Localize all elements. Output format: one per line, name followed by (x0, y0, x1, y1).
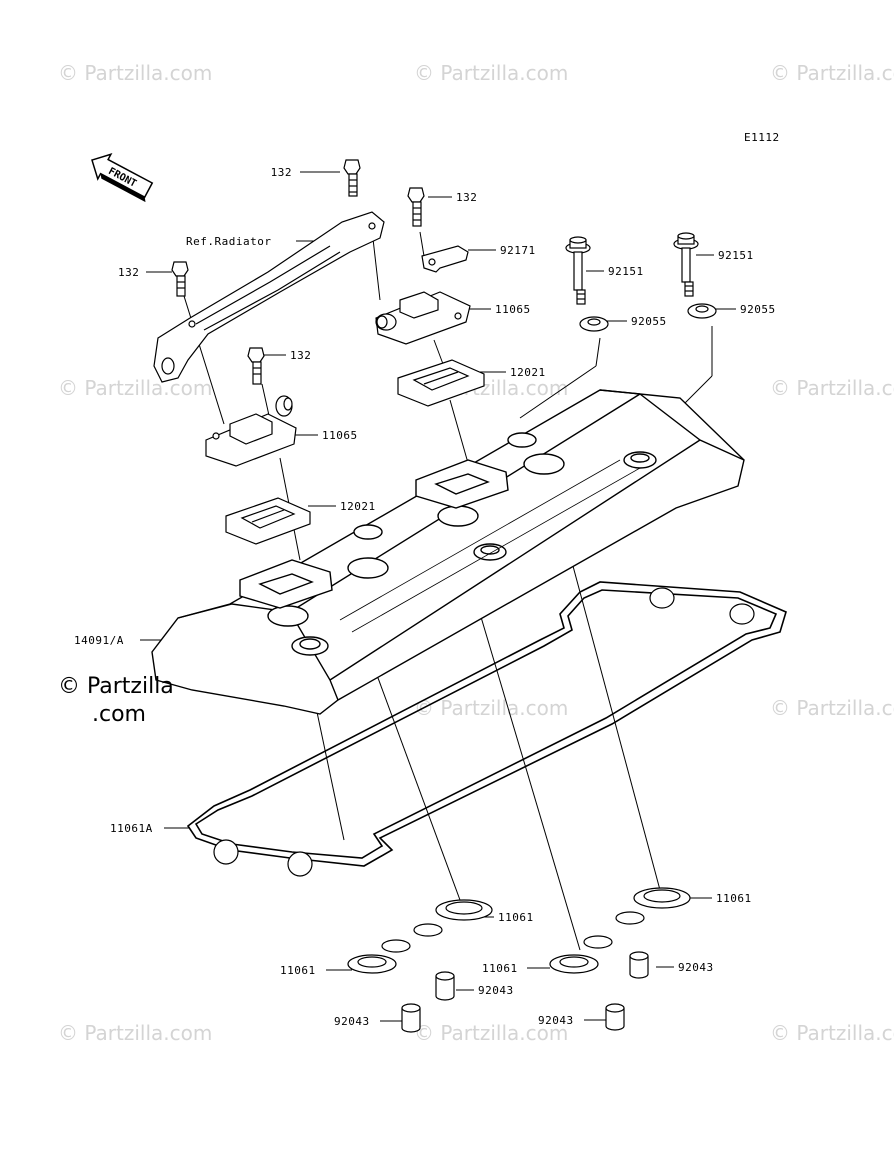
label-92043: 92043 (538, 1014, 574, 1027)
label-92151: 92151 (608, 265, 644, 278)
label-11061: 11061 (716, 892, 752, 905)
label-14091a: 14091/A (74, 634, 124, 647)
bolt-92151-left (565, 236, 591, 305)
label-12021: 12021 (340, 500, 376, 513)
collar-3 (605, 1003, 625, 1031)
watermark: © Partzilla.com (770, 696, 894, 720)
watermark: © Partzilla.com (414, 61, 568, 85)
bolt-132-cover (247, 347, 265, 385)
brand-watermark-domain: .com (92, 702, 146, 727)
diagram-code: E1112 (744, 131, 780, 144)
watermark: © Partzilla.com (770, 1021, 894, 1045)
front-arrow-icon: FRONT (91, 153, 154, 203)
label-92055: 92055 (740, 303, 776, 316)
label-12021: 12021 (510, 366, 546, 379)
label-11061: 11061 (280, 964, 316, 977)
label-92151: 92151 (718, 249, 754, 262)
label-92171: 92171 (500, 244, 536, 257)
reed-valve-lower (225, 497, 311, 545)
radiator-bracket (153, 211, 385, 383)
label-ref-radiator: Ref.Radiator (186, 235, 271, 248)
label-92043: 92043 (478, 984, 514, 997)
collar-1 (401, 1003, 421, 1033)
label-92055: 92055 (631, 315, 667, 328)
head-cover (151, 389, 745, 715)
plug-gasket-2 (413, 899, 493, 937)
label-92043: 92043 (678, 961, 714, 974)
plug-gasket-1 (347, 939, 411, 974)
label-132: 132 (290, 349, 311, 362)
bracket-92171 (421, 245, 469, 273)
head-cover-gasket (186, 581, 787, 877)
bolt-92151-right (673, 232, 699, 297)
label-11065: 11065 (495, 303, 531, 316)
label-11061a: 11061A (110, 822, 153, 835)
label-132: 132 (118, 266, 139, 279)
bolt-132-left (171, 261, 189, 297)
collar-4 (629, 951, 649, 979)
washer-92055-right (687, 303, 717, 319)
watermark: © Partzilla.com (414, 696, 568, 720)
plug-gasket-3 (549, 935, 613, 974)
label-132: 132 (271, 166, 292, 179)
breather-cover-lower (205, 395, 297, 467)
label-11061: 11061 (482, 962, 518, 975)
breather-cover-upper (375, 291, 471, 345)
label-11065: 11065 (322, 429, 358, 442)
reed-valve-upper (397, 359, 485, 407)
collar-2 (435, 971, 455, 1001)
bolt-132-center (407, 187, 425, 227)
label-92043: 92043 (334, 1015, 370, 1028)
label-132: 132 (456, 191, 477, 204)
watermark: © Partzilla.com (770, 376, 894, 400)
watermark: © Partzilla.com (58, 376, 212, 400)
watermark: © Partzilla.com (414, 1021, 568, 1045)
watermark: © Partzilla.com (58, 1021, 212, 1045)
watermark: © Partzilla.com (770, 61, 894, 85)
washer-92055-left (579, 316, 609, 332)
plug-gasket-4 (615, 887, 691, 925)
watermark: © Partzilla.com (58, 61, 212, 85)
brand-watermark: © Partzilla (58, 674, 174, 699)
bolt-132-top (343, 159, 361, 197)
label-11061: 11061 (498, 911, 534, 924)
part-labels: 132 Ref.Radiator 132 132 132 92171 92151… (74, 166, 776, 1028)
